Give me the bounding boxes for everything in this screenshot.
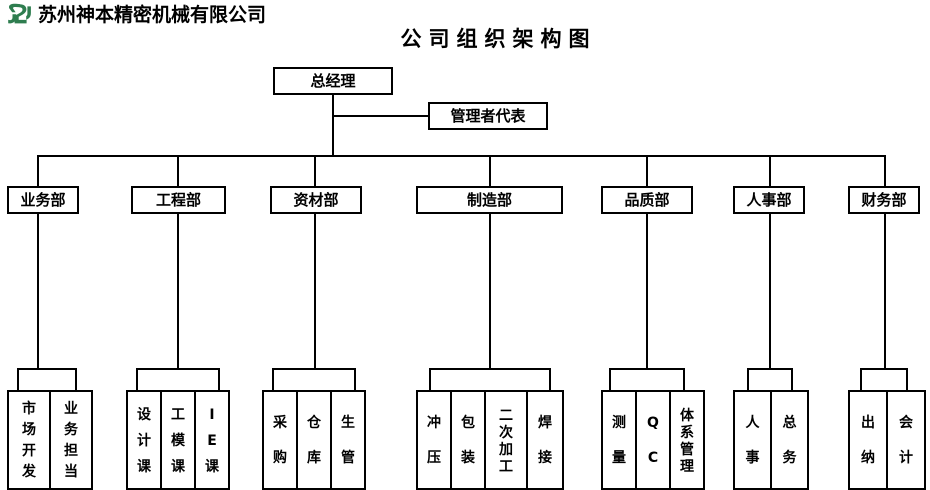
node-dept-manufacturing[interactable]: 制造部 [416,186,563,214]
connector-leaf-stub-4-0 [609,368,611,391]
connector-leaf-stub-0-0 [17,368,19,391]
node-dept-hr[interactable]: 人事部 [733,186,805,214]
leaf-business-representative[interactable]: 业务担当 [49,390,93,490]
connector-leaf-stub-1-1 [218,368,220,391]
leaf-system-management[interactable]: 体系管理 [669,390,705,490]
leaf-design-section[interactable]: 设计课 [126,390,162,490]
connector-dept-drop-5 [769,155,771,186]
connector-sub-bus-2 [272,368,356,370]
connector-dept-drop-0 [37,155,39,186]
leaf-market-development[interactable]: 市场开发 [7,390,51,490]
connector-sub-bus-4 [609,368,685,370]
connector-dept-drop-3 [489,155,491,186]
connector-leaf-stub-2-1 [354,368,356,391]
leaf-cashier[interactable]: 出纳 [848,390,888,490]
leaf-packaging[interactable]: 包装 [450,390,486,490]
leaf-secondary-processing[interactable]: 二次加工 [484,390,528,490]
connector-leaf-stub-0-1 [75,368,77,391]
connector-leaf-stub-5-0 [747,368,749,391]
node-management-representative[interactable]: 管理者代表 [428,102,548,130]
connector-leaf-stub-3-0 [429,368,431,391]
leaf-accounting[interactable]: 会计 [886,390,926,490]
connector-sub-bus-6 [860,368,908,370]
connector-dept-drop-2 [314,155,316,186]
connector-leaf-stub-6-1 [906,368,908,391]
connector-root-stem [332,95,334,156]
connector-leaf-stub-5-1 [791,368,793,391]
node-dept-engineering[interactable]: 工程部 [131,186,226,214]
connector-leaf-stub-2-0 [272,368,274,391]
connector-sub-bus-5 [747,368,793,370]
connector-dept-drop-6 [884,155,886,186]
connector-sub-bus-1 [136,368,220,370]
company-name: 苏州神本精密机械有限公司 [38,4,267,26]
connector-dept-drop-4 [646,155,648,186]
connector-leaf-stub-1-0 [136,368,138,391]
leaf-purchasing[interactable]: 采购 [262,390,298,490]
node-general-manager[interactable]: 总经理 [273,67,393,95]
connector-sub-stem-3 [489,214,491,368]
leaf-production-control[interactable]: 生管 [330,390,366,490]
connector-sub-bus-3 [429,368,551,370]
leaf-measurement[interactable]: 测量 [601,390,637,490]
leaf-tooling-section[interactable]: 工模课 [160,390,196,490]
connector-sub-bus-0 [17,368,77,370]
connector-sub-stem-6 [884,214,886,368]
connector-sub-stem-5 [769,214,771,368]
leaf-warehouse[interactable]: 仓库 [296,390,332,490]
leaf-stamping[interactable]: 冲压 [416,390,452,490]
node-dept-quality[interactable]: 品质部 [601,186,693,214]
connector-department-bus [37,155,885,157]
page-header: 苏州神本精密机械有限公司 公司组织架构图 [0,0,930,51]
node-dept-business[interactable]: 业务部 [7,186,79,214]
connector-staff-horizontal [332,115,428,117]
node-dept-finance[interactable]: 财务部 [848,186,920,214]
leaf-general-affairs[interactable]: 总务 [770,390,809,490]
page-title: 公司组织架构图 [400,27,597,51]
node-dept-materials[interactable]: 资材部 [270,186,362,214]
connector-sub-stem-2 [314,214,316,368]
connector-leaf-stub-6-0 [860,368,862,391]
connector-sub-stem-0 [37,214,39,368]
company-logo-icon [8,3,31,24]
connector-sub-stem-4 [646,214,648,368]
connector-leaf-stub-3-1 [549,368,551,391]
connector-sub-stem-1 [177,214,179,368]
leaf-welding[interactable]: 焊接 [526,390,564,490]
connector-leaf-stub-4-1 [683,368,685,391]
leaf-personnel[interactable]: 人事 [733,390,772,490]
connector-dept-drop-1 [177,155,179,186]
